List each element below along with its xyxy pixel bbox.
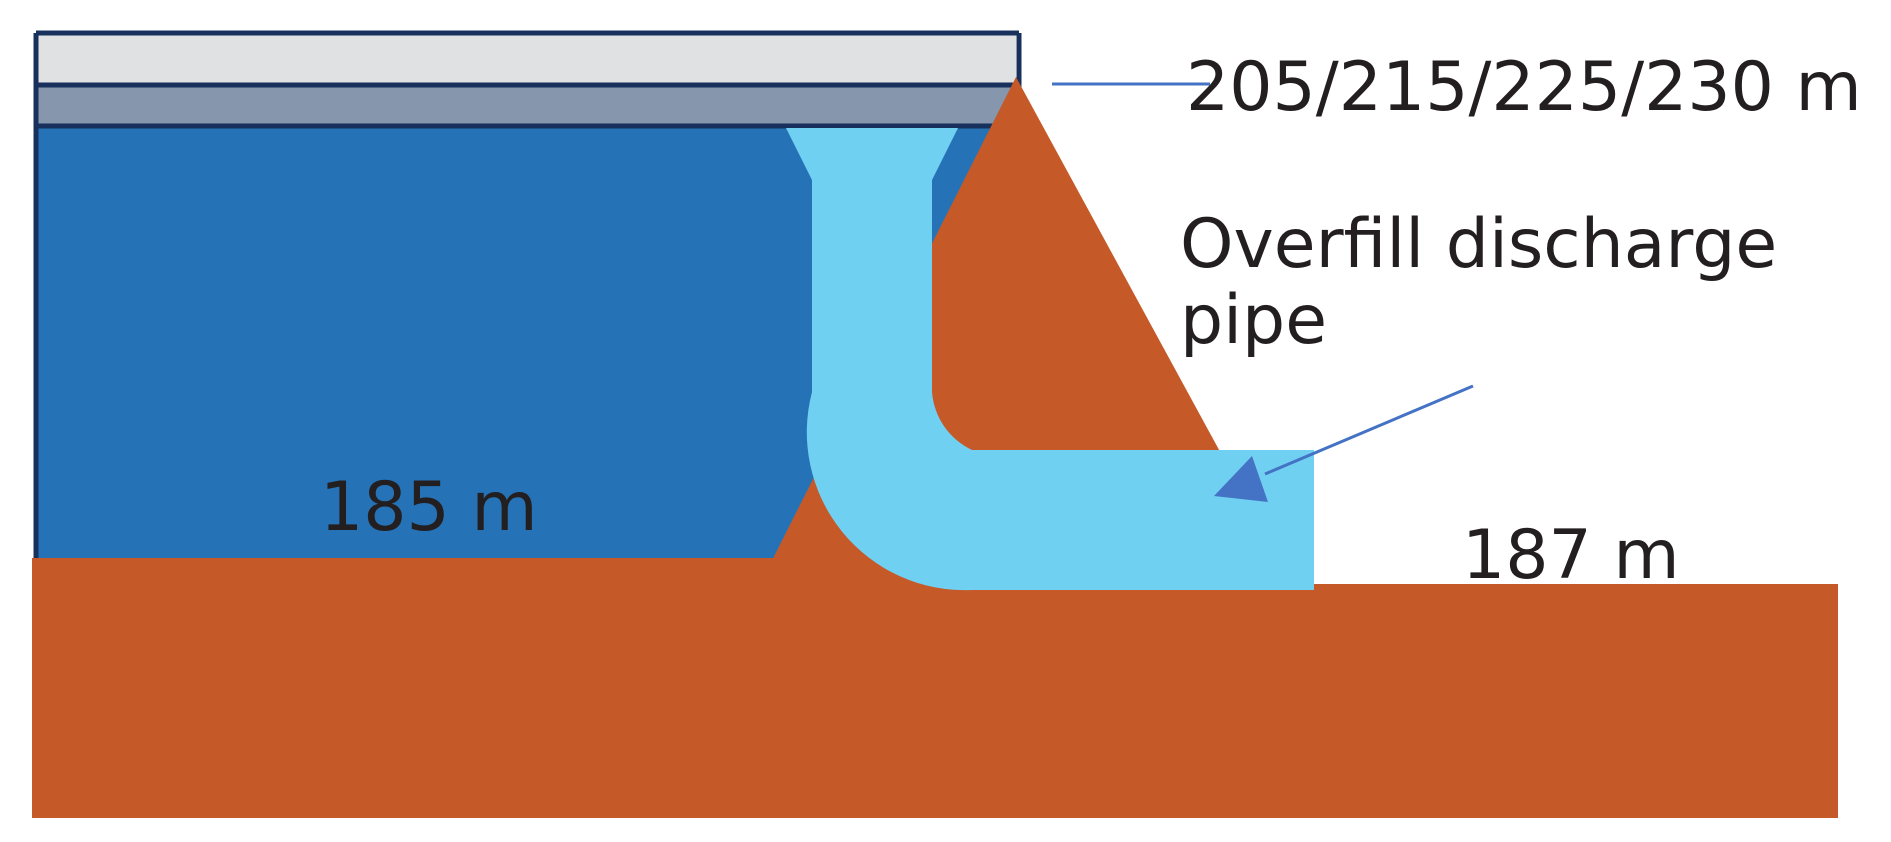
upper-layer (36, 33, 1016, 85)
reservoir-frame (33, 30, 1022, 560)
overfill-discharge-pipe (786, 128, 1314, 591)
pipe-name-label-line1: Overfill discharge (1180, 205, 1777, 284)
pipe-pointer-line (1264, 384, 1474, 476)
foundation-left (32, 558, 1006, 818)
pipe-pointer-arrowhead (1214, 456, 1268, 502)
foundation-right (970, 584, 1838, 818)
downstream-ground-level-label: 187 m (1462, 516, 1680, 595)
pipe-name-label-line2: pipe (1180, 281, 1327, 360)
middle-layer (36, 85, 1016, 126)
reservoir-floor-level-label: 185 m (320, 468, 538, 547)
crest-levels-label: 205/215/225/230 m (1186, 48, 1862, 127)
